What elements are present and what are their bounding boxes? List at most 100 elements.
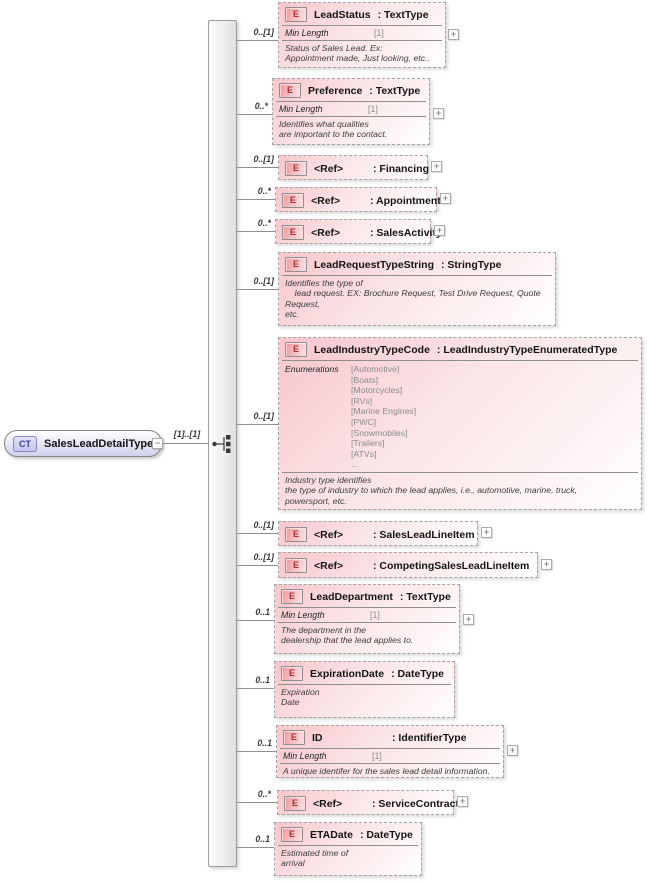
element-badge-icon: E: [282, 225, 304, 240]
element-badge-icon: E: [285, 342, 307, 357]
element-badge-icon: E: [279, 83, 301, 98]
element-title: E <Ref> : SalesActivity: [276, 220, 442, 244]
expand-button[interactable]: +: [440, 193, 451, 204]
expand-button[interactable]: +: [448, 29, 459, 40]
element-title: E <Ref> : ServiceContract: [278, 791, 459, 815]
expand-button[interactable]: +: [507, 745, 518, 756]
element-type: : SalesLeadLineItem: [373, 528, 475, 541]
element-name: LeadIndustryTypeCode: [314, 343, 430, 356]
sequence-icon: [212, 435, 231, 453]
divider: [278, 622, 456, 623]
element-node-leaddepartment[interactable]: E LeadDepartment : TextType Min Length […: [274, 584, 460, 654]
annotation-text: Industry type identifies the type of ind…: [285, 474, 578, 506]
divider: [276, 101, 426, 102]
enumerations-section: Enumerations [Automotive] [Boats] [Motor…: [279, 361, 641, 472]
element-name: <Ref>: [314, 559, 344, 572]
element-name: LeadRequestTypeString: [314, 258, 434, 271]
connector-line: [237, 802, 277, 803]
element-node-leadrequesttypestring[interactable]: E LeadRequestTypeString : StringType Ide…: [278, 252, 556, 326]
connector-line: [237, 114, 272, 115]
expand-button[interactable]: +: [434, 225, 445, 236]
element-title: E Preference : TextType: [273, 79, 429, 101]
element-badge-icon: E: [282, 193, 304, 208]
facet-value: [1]: [368, 104, 378, 114]
element-type: : ServiceContract: [372, 797, 459, 810]
element-node-ref-appointment[interactable]: E <Ref> : Appointment: [275, 187, 441, 212]
cardinality-label: 0..[1]: [253, 276, 274, 286]
element-node-leadstatus[interactable]: E LeadStatus : TextType Min Length [1] S…: [278, 2, 446, 68]
root-collapse-button[interactable]: −: [152, 438, 163, 449]
element-name: ETADate: [310, 828, 353, 841]
expand-button[interactable]: +: [457, 796, 468, 807]
element-badge-icon: E: [285, 558, 307, 573]
element-title: E <Ref> : SalesLeadLineItem: [279, 522, 477, 546]
cardinality-label: 0..[1]: [253, 154, 274, 164]
element-node-ref-salesleadlineitem[interactable]: E <Ref> : SalesLeadLineItem: [278, 521, 478, 546]
expand-button[interactable]: +: [433, 108, 444, 119]
connector-line: [237, 533, 278, 534]
element-type: : TextType: [377, 8, 429, 21]
element-type: : DateType: [359, 828, 413, 841]
connector-line: [237, 40, 278, 41]
element-type: : TextType: [399, 590, 451, 603]
facet-value: [1]: [370, 610, 380, 620]
enumerations-values: [Automotive] [Boats] [Motorcycles] [RVs]…: [351, 364, 417, 470]
element-title: E ID : IdentifierType: [277, 726, 503, 748]
annotation-text: The department in the dealership that th…: [281, 625, 414, 646]
element-badge-icon: E: [281, 666, 303, 681]
divider: [282, 40, 442, 41]
connector-line: [237, 565, 278, 566]
element-name: <Ref>: [314, 528, 344, 541]
element-title: E LeadDepartment : TextType: [275, 585, 459, 607]
element-badge-icon: E: [285, 161, 307, 176]
divider: [282, 275, 552, 276]
element-node-leadindustrytypecode[interactable]: E LeadIndustryTypeCode : LeadIndustryTyp…: [278, 337, 642, 510]
element-node-etadate[interactable]: E ETADate : DateType Estimated time of a…: [274, 822, 422, 876]
divider: [282, 360, 638, 361]
element-badge-icon: E: [283, 730, 305, 745]
divider: [278, 684, 451, 685]
expand-button[interactable]: +: [481, 527, 492, 538]
element-badge-icon: E: [285, 7, 307, 22]
element-title: E LeadRequestTypeString : StringType: [279, 253, 555, 275]
element-title: E LeadIndustryTypeCode : LeadIndustryTyp…: [279, 338, 641, 360]
expand-button[interactable]: +: [463, 614, 474, 625]
element-type: : Financing: [373, 162, 429, 175]
cardinality-label: 0..1: [255, 675, 270, 685]
element-title: E <Ref> : Appointment: [276, 188, 441, 212]
element-node-ref-salesactivity[interactable]: E <Ref> : SalesActivity: [275, 219, 442, 244]
element-badge-icon: E: [284, 796, 306, 811]
element-node-id[interactable]: E ID : IdentifierType Min Length [1] A u…: [276, 725, 504, 778]
annotation-text: A unique identifer for the sales lead de…: [283, 766, 490, 776]
cardinality-label: 0..[1]: [253, 27, 274, 37]
expand-button[interactable]: +: [431, 161, 442, 172]
element-node-ref-financing[interactable]: E <Ref> : Financing: [278, 155, 429, 180]
element-type: : LeadIndustryTypeEnumeratedType: [436, 343, 618, 356]
cardinality-label: 0..*: [257, 186, 271, 196]
cardinality-label: 0..[1]: [253, 411, 274, 421]
connector-line: [237, 289, 278, 290]
connector-line: [237, 167, 278, 168]
divider: [282, 471, 638, 473]
expand-button[interactable]: +: [541, 559, 552, 570]
divider: [278, 607, 456, 608]
element-node-ref-servicecontract[interactable]: E <Ref> : ServiceContract: [277, 790, 459, 815]
element-badge-icon: E: [281, 589, 303, 604]
element-name: ExpirationDate: [310, 667, 385, 680]
root-cardinality-label: [1]..[1]: [173, 429, 201, 439]
annotation-text: Identifies the type of lead request. EX:…: [285, 278, 541, 319]
root-complextype-node[interactable]: CT SalesLeadDetailType: [4, 430, 163, 457]
facet-name: Min Length: [281, 610, 325, 620]
annotation-text: Expiration Date: [281, 687, 320, 708]
connector-line: [237, 199, 275, 200]
connector-line: [237, 751, 276, 752]
complextype-badge: CT: [13, 435, 37, 452]
element-node-preference[interactable]: E Preference : TextType Min Length [1] I…: [272, 78, 430, 145]
facet-value: [1]: [372, 751, 382, 761]
element-badge-icon: E: [281, 827, 303, 842]
divider: [282, 25, 442, 26]
element-node-ref-competingsalesleadlineitem[interactable]: E <Ref> : CompetingSalesLeadLineItem: [278, 552, 538, 578]
element-node-expirationdate[interactable]: E ExpirationDate : DateType Expiration D…: [274, 661, 455, 718]
element-title: E LeadStatus : TextType: [279, 3, 445, 25]
cardinality-label: 0..[1]: [253, 520, 274, 530]
